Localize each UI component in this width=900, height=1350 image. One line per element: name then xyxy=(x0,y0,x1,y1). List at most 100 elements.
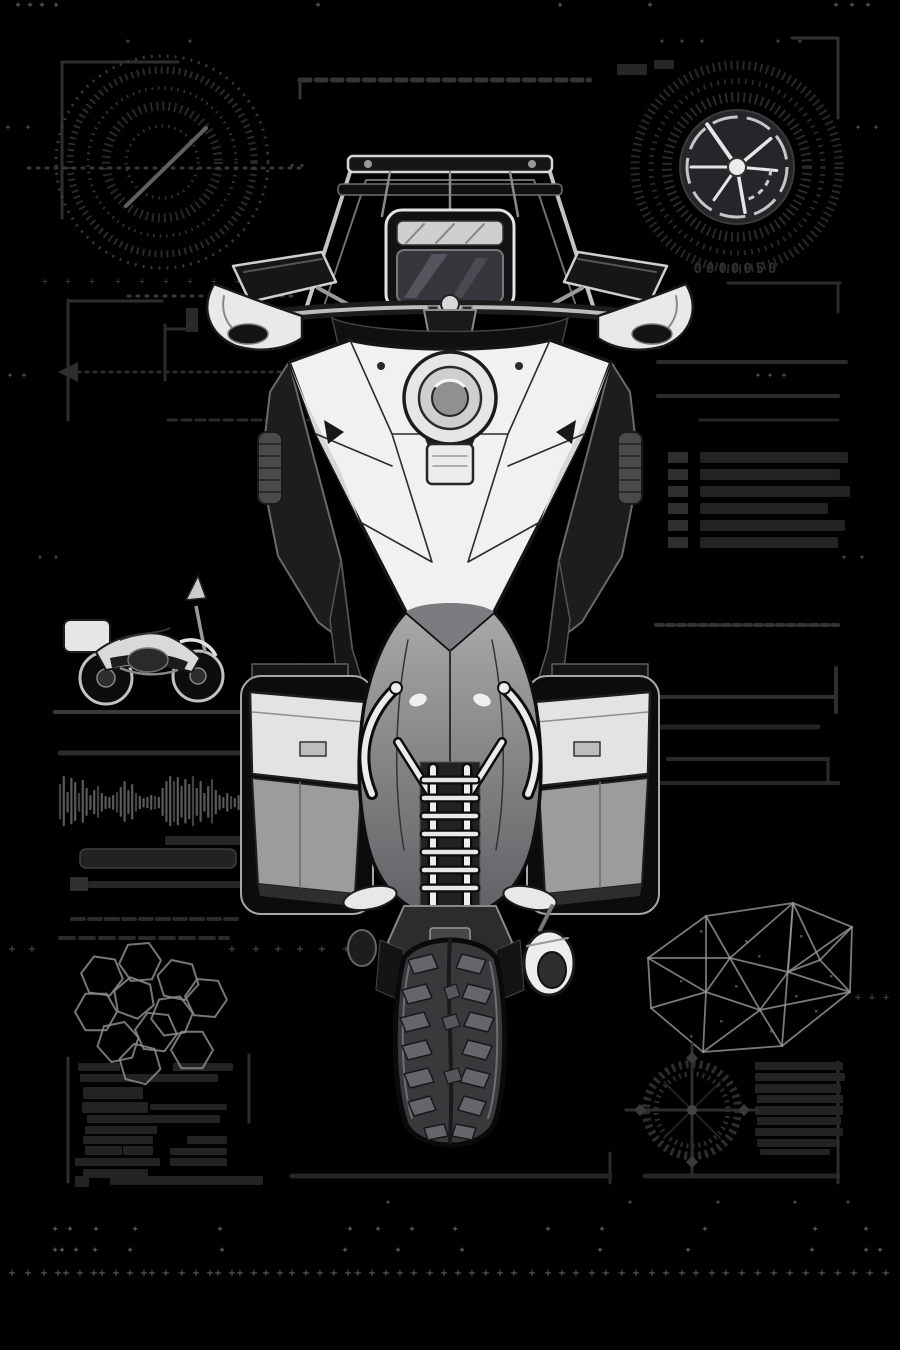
svg-text:+: + xyxy=(90,1268,98,1279)
svg-text:✦: ✦ xyxy=(862,1225,870,1235)
serial-number-text: 0000050 xyxy=(693,261,780,277)
svg-text:✦: ✦ xyxy=(66,1225,74,1235)
svg-text:✦: ✦ xyxy=(37,553,44,562)
svg-text:+: + xyxy=(662,1268,670,1279)
svg-text:+: + xyxy=(866,1268,874,1279)
svg-text:✦: ✦ xyxy=(775,37,782,46)
svg-text:✦: ✦ xyxy=(26,1,34,11)
svg-text:+: + xyxy=(692,1268,700,1279)
left-engine-mass xyxy=(257,361,353,649)
svg-text:+: + xyxy=(148,1268,156,1279)
svg-text:+: + xyxy=(868,993,876,1003)
svg-text:✦: ✦ xyxy=(596,1246,604,1256)
svg-text:+: + xyxy=(296,944,304,955)
svg-text:✦: ✦ xyxy=(659,37,666,46)
svg-text:✦: ✦ xyxy=(289,162,295,170)
svg-text:+: + xyxy=(262,1268,270,1279)
svg-text:+: + xyxy=(187,277,194,286)
svg-text:+: + xyxy=(178,1268,186,1279)
svg-text:✦: ✦ xyxy=(346,1225,354,1235)
svg-text:✦: ✦ xyxy=(374,1225,382,1235)
svg-text:+: + xyxy=(648,1268,656,1279)
svg-text:+: + xyxy=(618,1268,626,1279)
svg-text:+: + xyxy=(211,277,218,286)
svg-text:+: + xyxy=(588,1268,596,1279)
svg-text:+: + xyxy=(572,1268,580,1279)
svg-text:+: + xyxy=(318,944,326,955)
svg-text:+: + xyxy=(834,1268,842,1279)
svg-text:+: + xyxy=(236,1268,244,1279)
svg-text:+: + xyxy=(738,1268,746,1279)
svg-text:+: + xyxy=(24,1268,32,1279)
svg-text:+: + xyxy=(382,1268,390,1279)
left-canister xyxy=(347,929,377,967)
svg-text:+: + xyxy=(558,1268,566,1279)
svg-text:+: + xyxy=(40,1268,48,1279)
svg-text:✦: ✦ xyxy=(873,123,880,132)
svg-text:+: + xyxy=(510,1268,518,1279)
svg-text:+: + xyxy=(206,1268,214,1279)
svg-text:+: + xyxy=(115,277,122,286)
svg-text:✦: ✦ xyxy=(646,1,654,11)
svg-text:✦: ✦ xyxy=(131,1225,139,1235)
svg-text:✦: ✦ xyxy=(701,1225,709,1235)
svg-text:✦: ✦ xyxy=(25,123,32,132)
arrow-markers xyxy=(58,308,198,891)
svg-text:✦: ✦ xyxy=(598,1225,606,1235)
compass-rose xyxy=(624,1042,760,1178)
svg-text:✦: ✦ xyxy=(314,1,322,11)
hexagon-cluster xyxy=(73,941,229,1086)
svg-text:+: + xyxy=(316,1268,324,1279)
svg-text:+: + xyxy=(214,1268,222,1279)
svg-text:+: + xyxy=(274,944,282,955)
svg-text:+: + xyxy=(454,1268,462,1279)
luggage-rack xyxy=(358,681,542,912)
svg-text:+: + xyxy=(482,1268,490,1279)
svg-text:✦: ✦ xyxy=(126,1246,134,1256)
svg-text:✦: ✦ xyxy=(715,1198,722,1207)
svg-text:+: + xyxy=(754,1268,762,1279)
svg-text:+: + xyxy=(139,277,146,286)
svg-text:✦: ✦ xyxy=(864,1,872,11)
svg-text:✦: ✦ xyxy=(832,1,840,11)
svg-text:+: + xyxy=(228,944,236,955)
svg-text:+: + xyxy=(396,1268,404,1279)
left-hand-guard xyxy=(206,282,304,351)
svg-text:✦: ✦ xyxy=(125,37,132,46)
right-pannier xyxy=(526,675,660,915)
svg-text:✦: ✦ xyxy=(92,1225,100,1235)
svg-text:✦: ✦ xyxy=(544,1225,552,1235)
left-peg-wing xyxy=(342,884,398,912)
svg-text:✦: ✦ xyxy=(21,371,28,380)
svg-text:✦: ✦ xyxy=(797,37,804,46)
svg-text:✦: ✦ xyxy=(51,1225,59,1235)
svg-text:✦: ✦ xyxy=(848,1,856,11)
svg-text:✦: ✦ xyxy=(187,37,194,46)
svg-text:+: + xyxy=(854,993,862,1003)
right-hand-guard xyxy=(596,282,694,351)
svg-text:✦: ✦ xyxy=(5,123,12,132)
svg-text:+: + xyxy=(708,1268,716,1279)
svg-text:✦: ✦ xyxy=(679,37,686,46)
svg-text:✦: ✦ xyxy=(684,1246,692,1256)
svg-text:+: + xyxy=(42,277,49,286)
svg-text:✦: ✦ xyxy=(58,1246,66,1256)
svg-text:+: + xyxy=(678,1268,686,1279)
svg-text:+: + xyxy=(62,1268,70,1279)
svg-text:✦: ✦ xyxy=(408,1225,416,1235)
svg-text:✦: ✦ xyxy=(767,371,774,380)
svg-text:+: + xyxy=(76,1268,84,1279)
svg-text:✦: ✦ xyxy=(841,553,848,562)
rear-tire xyxy=(392,937,508,1148)
fuel-cap xyxy=(402,350,498,446)
svg-text:✦: ✦ xyxy=(7,371,14,380)
svg-text:✦: ✦ xyxy=(859,553,866,562)
left-pannier xyxy=(240,675,374,915)
svg-text:+: + xyxy=(302,1268,310,1279)
motorcycle-rear-illustration xyxy=(206,154,694,1148)
svg-text:✦: ✦ xyxy=(876,1246,884,1256)
windshield xyxy=(303,154,597,314)
svg-text:+: + xyxy=(496,1268,504,1279)
svg-text:+: + xyxy=(192,1268,200,1279)
svg-text:+: + xyxy=(228,1268,236,1279)
